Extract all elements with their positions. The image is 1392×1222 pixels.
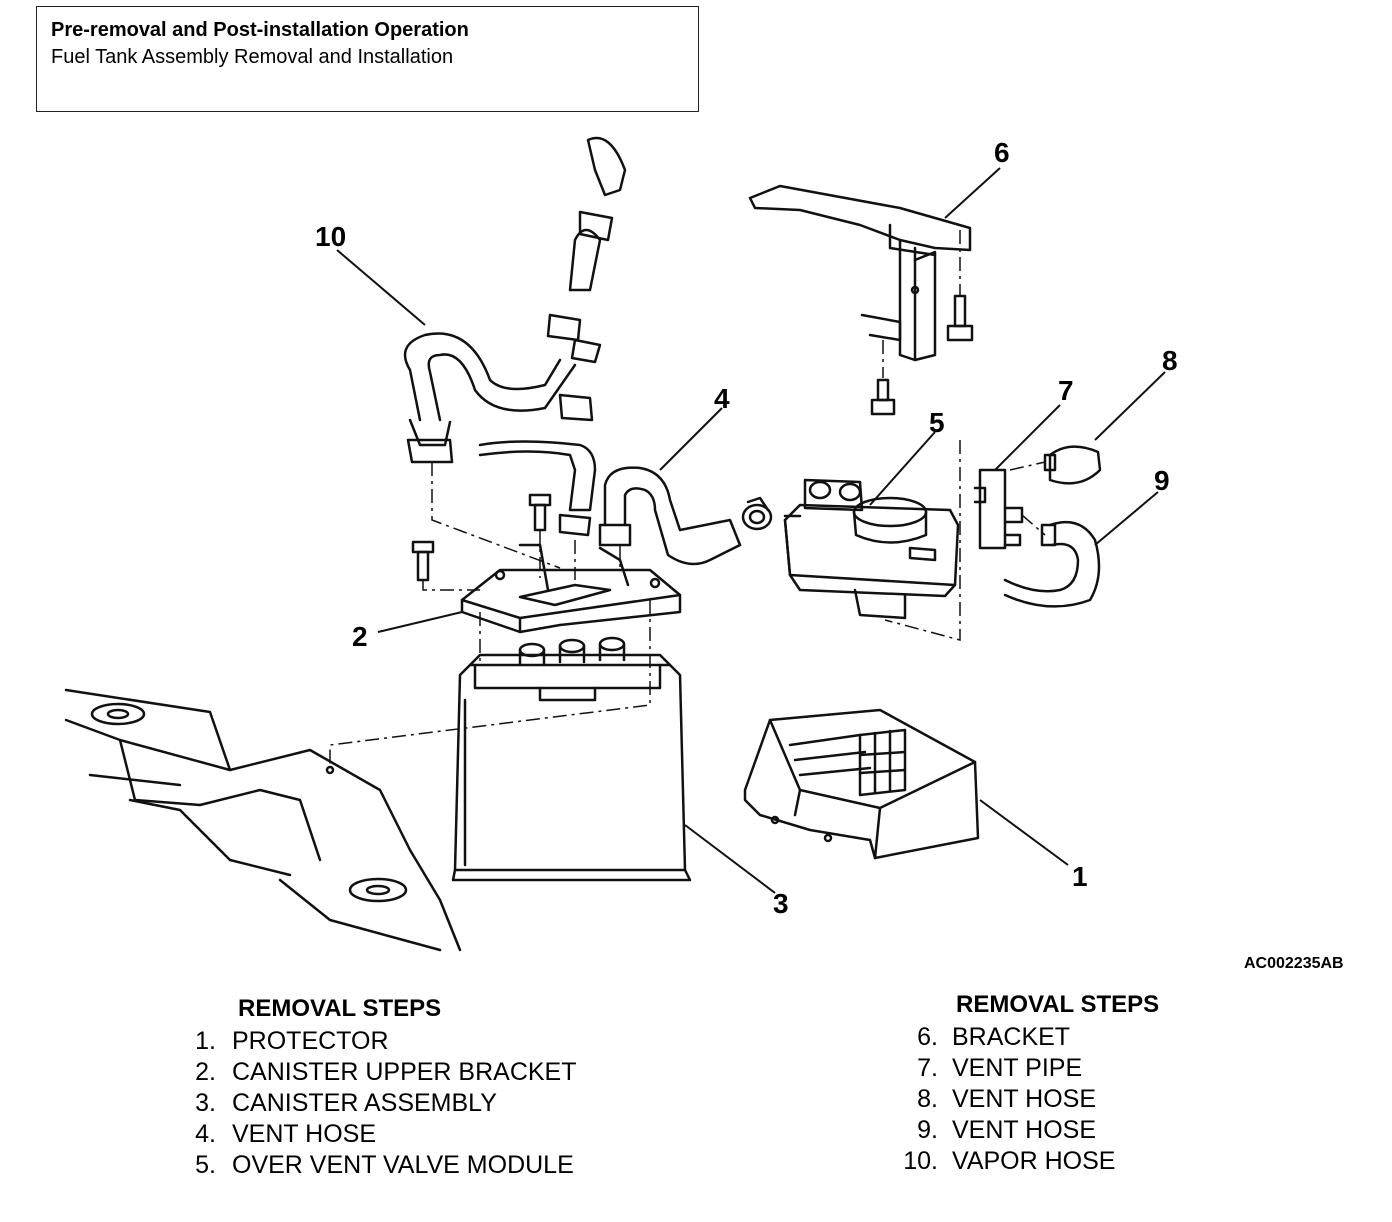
step-item: 1. PROTECTOR (186, 1026, 577, 1057)
header-box: Pre-removal and Post-installation Operat… (36, 6, 699, 112)
callout-5: 5 (929, 407, 945, 438)
callout-2: 2 (352, 621, 368, 652)
step-label: CANISTER ASSEMBLY (232, 1089, 497, 1117)
removal-steps-right: REMOVAL STEPS 6. BRACKET 7. VENT PIPE 8. VE… (900, 989, 1159, 1177)
vapor-hose (403, 136, 627, 464)
callout-8: 8 (1162, 345, 1178, 376)
vent-hose (478, 440, 742, 566)
step-label: PROTECTOR (232, 1027, 389, 1055)
exploded-diagram: 1 2 3 4 5 6 7 8 9 10 (64, 136, 1178, 952)
step-label: VENT HOSE (232, 1120, 377, 1148)
callout-10: 10 (315, 221, 346, 252)
bolts (411, 294, 974, 582)
hose-clamp (741, 496, 773, 531)
step-item: 10. VAPOR HOSE (900, 1146, 1159, 1177)
step-number: 3. (195, 1089, 216, 1117)
canister-assembly (451, 636, 692, 882)
callout-7: 7 (1058, 375, 1074, 406)
figure-code: AC002235AB (1244, 955, 1344, 972)
removal-steps-left: REMOVAL STEPS 1. PROTECTOR 2. CANISTER UPP… (186, 993, 577, 1181)
step-item: 5. OVER VENT VALVE MODULE (186, 1150, 577, 1181)
step-item: 8. VENT HOSE (900, 1084, 1159, 1115)
body-panel (64, 688, 462, 952)
step-number: 4. (195, 1120, 216, 1148)
step-number: 5. (195, 1151, 216, 1179)
removal-steps-heading: REMOVAL STEPS (238, 995, 442, 1022)
step-label: VENT PIPE (952, 1054, 1083, 1082)
step-number: 1. (195, 1027, 216, 1055)
callout-4: 4 (714, 383, 730, 414)
step-item: 9. VENT HOSE (900, 1115, 1159, 1146)
callout-1: 1 (1072, 861, 1088, 892)
step-number: 10. (903, 1147, 938, 1175)
step-number: 7. (917, 1054, 938, 1082)
step-label: OVER VENT VALVE MODULE (232, 1151, 574, 1179)
protector (743, 708, 980, 860)
step-label: CANISTER UPPER BRACKET (232, 1058, 577, 1086)
header-title: Pre-removal and Post-installation Operat… (51, 19, 469, 41)
callout-3: 3 (773, 888, 789, 919)
bracket (748, 184, 972, 362)
step-number: 6. (917, 1023, 938, 1051)
step-number: 9. (917, 1116, 938, 1144)
step-label: BRACKET (952, 1023, 1071, 1051)
step-item: 3. CANISTER ASSEMBLY (186, 1088, 577, 1119)
vent-hose-8 (1043, 445, 1102, 485)
header-subtitle: Fuel Tank Assembly Removal and Installat… (51, 46, 454, 68)
over-vent-valve-module (783, 478, 960, 620)
step-item: 4. VENT HOSE (186, 1119, 577, 1150)
step-item: 2. CANISTER UPPER BRACKET (186, 1057, 577, 1088)
step-label: VAPOR HOSE (952, 1147, 1116, 1175)
step-item: 7. VENT PIPE (900, 1053, 1159, 1084)
step-number: 8. (917, 1085, 938, 1113)
step-label: VENT HOSE (952, 1116, 1097, 1144)
removal-steps-heading: REMOVAL STEPS (956, 991, 1160, 1018)
step-item: 6. BRACKET (900, 1022, 1159, 1053)
vent-pipe (973, 468, 1024, 550)
step-number: 2. (195, 1058, 216, 1086)
vent-hose-9 (1003, 520, 1101, 608)
canister-upper-bracket (460, 543, 682, 634)
callout-9: 9 (1154, 465, 1170, 496)
step-label: VENT HOSE (952, 1085, 1097, 1113)
callout-6: 6 (994, 137, 1010, 168)
